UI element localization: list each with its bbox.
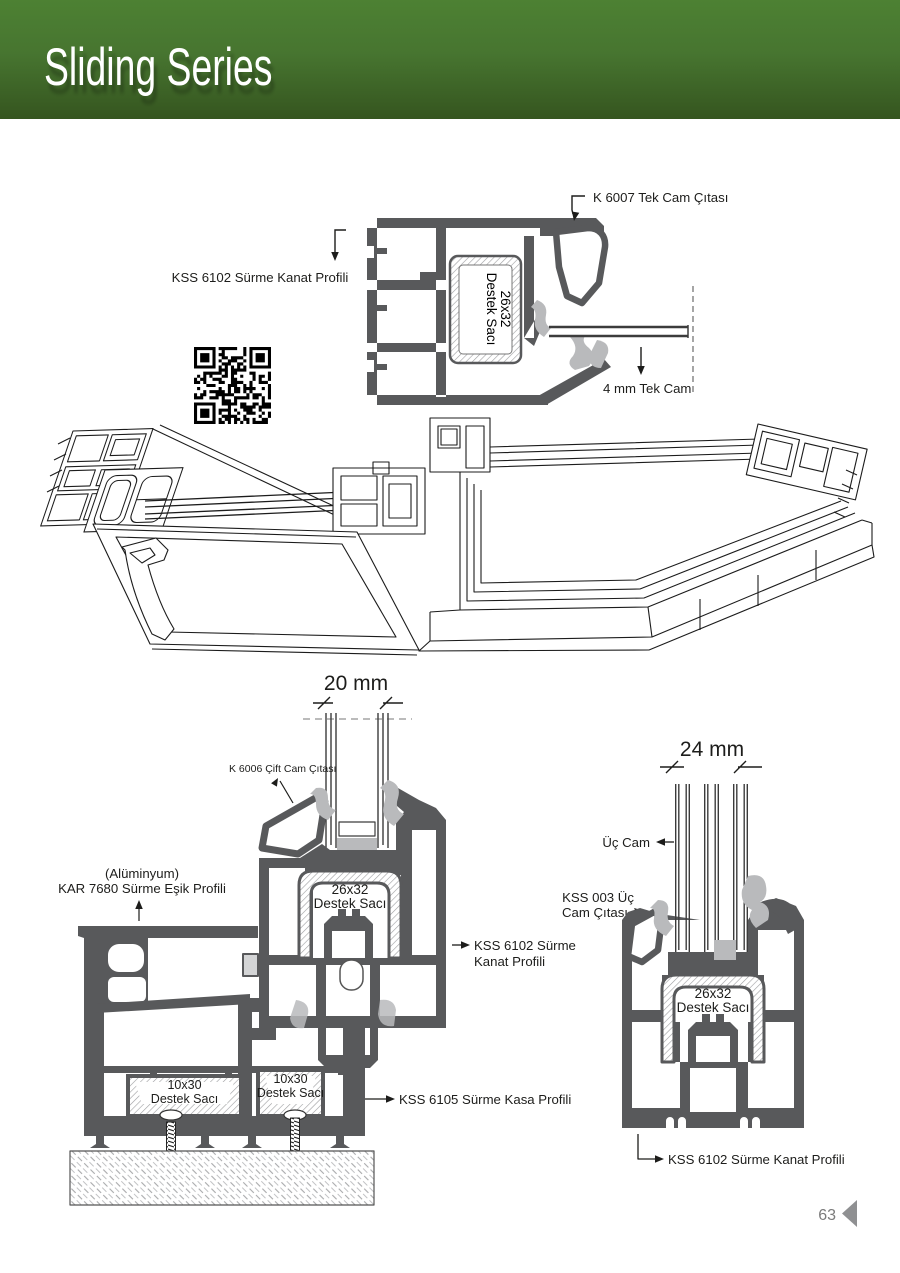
svg-text:KSS 6102 Sürme Kanat Profili: KSS 6102 Sürme Kanat Profili bbox=[172, 270, 349, 285]
svg-text:26x32: 26x32 bbox=[498, 291, 513, 328]
svg-text:Cam Çıtası: Cam Çıtası bbox=[562, 905, 628, 920]
svg-text:KAR 7680 Sürme Eşik Profili: KAR 7680 Sürme Eşik Profili bbox=[58, 881, 226, 896]
svg-text:63: 63 bbox=[818, 1207, 836, 1224]
svg-text:Sliding Series: Sliding Series bbox=[47, 44, 275, 104]
svg-text:Kanat Profili: Kanat Profili bbox=[474, 954, 545, 969]
svg-text:26x32: 26x32 bbox=[695, 986, 732, 1001]
svg-text:Destek Sacı: Destek Sacı bbox=[484, 273, 499, 346]
svg-text:4 mm Tek Cam: 4 mm Tek Cam bbox=[603, 381, 691, 396]
svg-text:K 6007 Tek Cam Çıtası: K 6007 Tek Cam Çıtası bbox=[593, 190, 728, 205]
svg-text:Üç Cam: Üç Cam bbox=[602, 835, 650, 850]
svg-text:Destek Sacı: Destek Sacı bbox=[677, 1000, 750, 1015]
svg-text:Destek Sacı: Destek Sacı bbox=[151, 1092, 218, 1106]
svg-text:10x30: 10x30 bbox=[273, 1072, 307, 1086]
svg-text:24 mm: 24 mm bbox=[680, 738, 744, 761]
svg-text:KSS 003 Üç: KSS 003 Üç bbox=[562, 890, 634, 905]
svg-text:(Alüminyum): (Alüminyum) bbox=[105, 866, 179, 881]
svg-text:KSS 6102 Sürme Kanat Profili: KSS 6102 Sürme Kanat Profili bbox=[668, 1152, 845, 1167]
svg-text:Destek Sacı: Destek Sacı bbox=[314, 896, 387, 911]
svg-text:KSS 6105 Sürme Kasa Profili: KSS 6105 Sürme Kasa Profili bbox=[399, 1092, 571, 1107]
svg-text:10x30: 10x30 bbox=[167, 1078, 201, 1092]
svg-text:K 6006 Çift Cam Çıtası: K 6006 Çift Cam Çıtası bbox=[229, 763, 336, 775]
svg-text:KSS 6102 Sürme: KSS 6102 Sürme bbox=[474, 938, 576, 953]
svg-text:26x32: 26x32 bbox=[332, 882, 369, 897]
svg-text:Destek Sacı: Destek Sacı bbox=[257, 1086, 324, 1100]
svg-text:Sliding Series: Sliding Series bbox=[44, 36, 272, 96]
svg-text:20 mm: 20 mm bbox=[324, 672, 388, 695]
